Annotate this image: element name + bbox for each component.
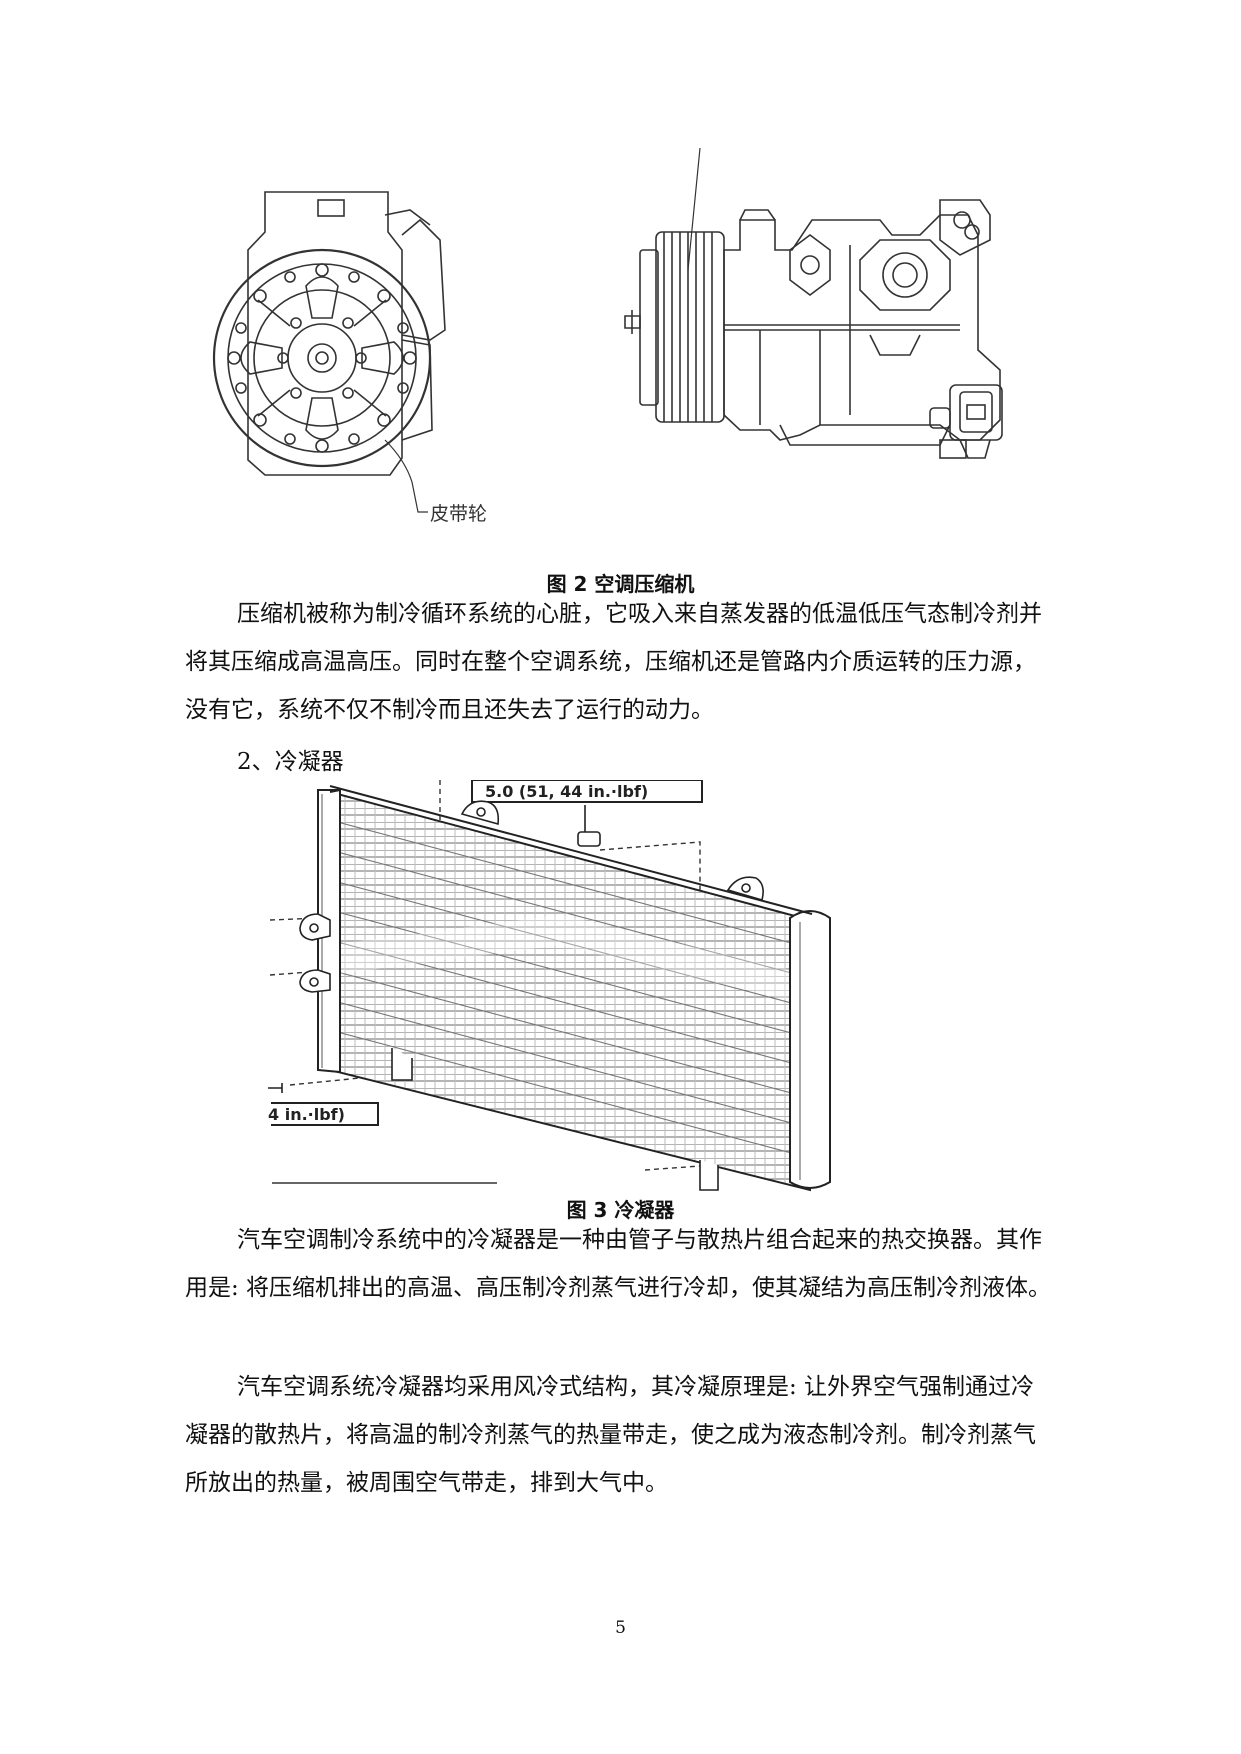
figure-3-caption: 图 3 冷凝器 <box>566 1198 675 1222</box>
pulley-label: 皮带轮 <box>430 503 487 525</box>
figure-2-caption: 图 2 空调压缩机 <box>546 572 695 596</box>
torque-label-top: 5.0 (51, 44 in.·lbf) <box>485 782 648 801</box>
paragraph-condenser-function: 汽车空调制冷系统中的冷凝器是一种由管子与散热片组合起来的热交换器。其作用是: 将… <box>185 1227 1052 1301</box>
paragraph-compressor: 压缩机被称为制冷循环系统的心脏，它吸入来自蒸发器的低温低压气态制冷剂并将其压缩成… <box>185 601 1042 723</box>
page-number: 5 <box>615 1618 626 1638</box>
torque-label-left: 4 in.·lbf) <box>268 1105 345 1124</box>
condenser-figure: 5.0 (51, 44 in.·lbf) <box>255 780 831 1192</box>
compressor-figure: 皮带轮 <box>212 147 1003 525</box>
paragraph-condenser-principle: 汽车空调系统冷凝器均采用风冷式结构，其冷凝原理是: 让外界空气强制通过冷凝器的散… <box>185 1374 1036 1496</box>
section-heading-condenser: 2、冷凝器 <box>237 749 344 775</box>
